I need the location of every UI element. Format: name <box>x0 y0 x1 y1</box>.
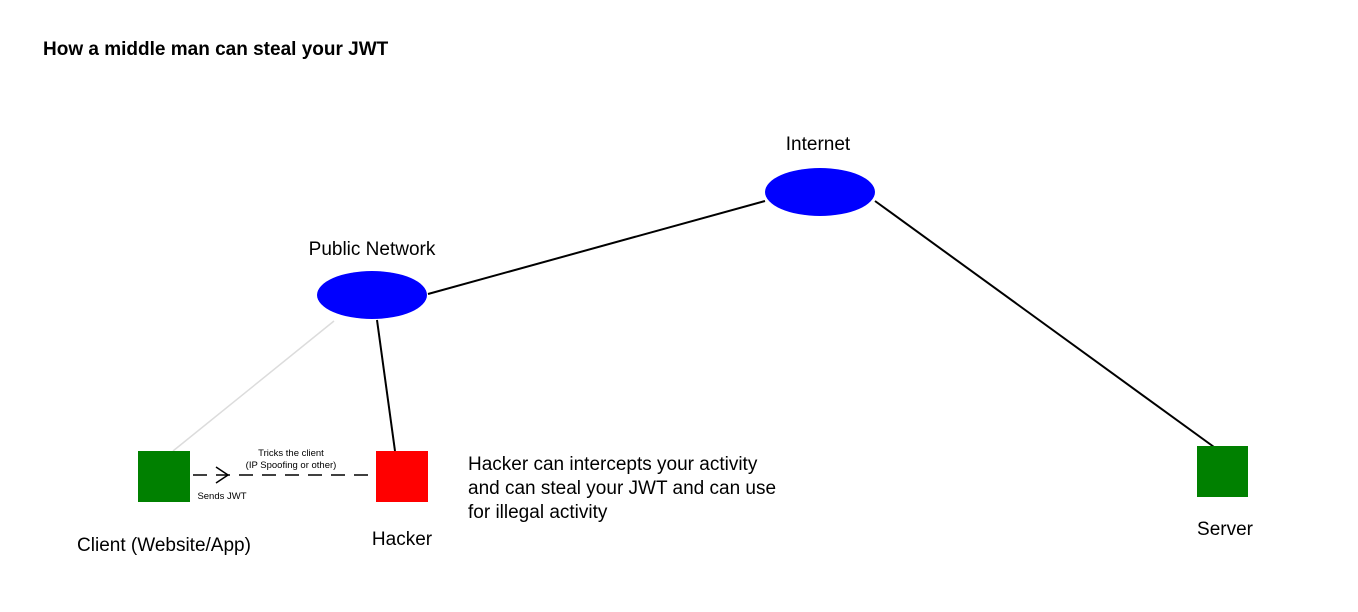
link-internet-server <box>874 200 1215 448</box>
public-network-node <box>317 271 427 319</box>
link-public-network-client <box>172 320 335 452</box>
arrow-label-line-1: Tricks the client <box>258 448 324 459</box>
arrow-label-line-2: (IP Spoofing or other) <box>246 460 337 471</box>
client-node <box>138 451 190 502</box>
public-network-label: Public Network <box>309 239 436 260</box>
server-label: Server <box>1197 519 1254 540</box>
note-line: Hacker can intercepts your activity <box>468 454 758 475</box>
arrow-label-bottom: Sends JWT <box>197 491 246 502</box>
diagram-title: How a middle man can steal your JWT <box>43 39 389 60</box>
hacker-node <box>376 451 428 502</box>
internet-node <box>765 168 875 216</box>
server-node <box>1197 446 1248 497</box>
note-line: for illegal activity <box>468 502 608 523</box>
arrow-head <box>215 466 230 484</box>
hacker-note: Hacker can intercepts your activity and … <box>468 454 776 523</box>
link-public-network-internet <box>427 200 766 295</box>
internet-label: Internet <box>786 134 851 155</box>
hacker-label: Hacker <box>372 529 433 550</box>
client-label: Client (Website/App) <box>77 535 251 556</box>
link-public-network-hacker <box>376 319 396 452</box>
jwt-transfer-arrow <box>193 466 373 484</box>
note-line: and can steal your JWT and can use <box>468 478 776 499</box>
